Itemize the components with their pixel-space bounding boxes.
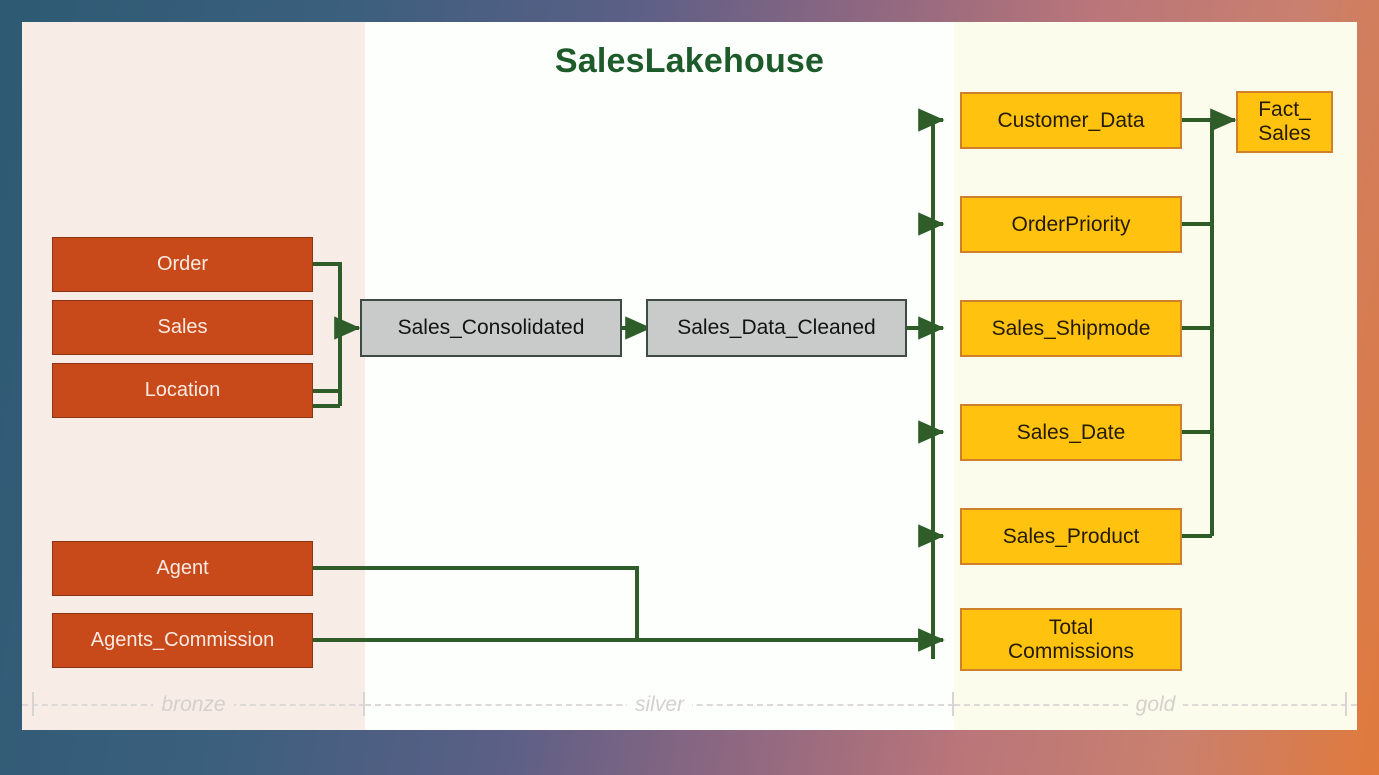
ruler-tick-silver-end xyxy=(952,692,954,716)
medallion-ruler: bronze silver gold xyxy=(22,688,1357,722)
node-sales-label: Sales xyxy=(157,316,208,339)
node-total-commissions-label-line2: Commissions xyxy=(1007,639,1135,663)
node-sales[interactable]: Sales xyxy=(52,300,313,355)
node-location-label: Location xyxy=(144,379,221,402)
ruler-segment-bronze: bronze xyxy=(22,688,365,722)
node-fact-sales[interactable]: Fact_ Sales xyxy=(1236,91,1333,153)
node-sales-date[interactable]: Sales_Date xyxy=(960,404,1182,461)
ruler-label-bronze: bronze xyxy=(153,693,234,717)
node-agents-commission[interactable]: Agents_Commission xyxy=(52,613,313,668)
node-sales-data-cleaned-label: Sales_Data_Cleaned xyxy=(677,316,876,340)
node-sales-date-label: Sales_Date xyxy=(1016,420,1126,444)
ruler-label-gold: gold xyxy=(1127,693,1184,717)
node-agent[interactable]: Agent xyxy=(52,541,313,596)
ruler-label-silver: silver xyxy=(626,693,692,717)
node-sales-consolidated[interactable]: Sales_Consolidated xyxy=(360,299,622,357)
node-sales-product[interactable]: Sales_Product xyxy=(960,508,1182,565)
node-order-label: Order xyxy=(156,253,209,276)
diagram-title: SalesLakehouse xyxy=(554,42,825,80)
node-customer-data-label: Customer_Data xyxy=(997,108,1145,132)
node-sales-product-label: Sales_Product xyxy=(1002,524,1140,548)
layer-zone-silver xyxy=(365,22,954,730)
node-order-priority-label: OrderPriority xyxy=(1011,212,1131,236)
node-agents-commission-label: Agents_Commission xyxy=(90,629,275,652)
ruler-segment-gold: gold xyxy=(954,688,1357,722)
ruler-segment-silver: silver xyxy=(365,688,954,722)
node-fact-sales-label-line1: Fact_ xyxy=(1258,98,1311,122)
node-sales-data-cleaned[interactable]: Sales_Data_Cleaned xyxy=(646,299,907,357)
diagram-canvas: SalesLakehouse xyxy=(22,22,1357,730)
node-sales-shipmode[interactable]: Sales_Shipmode xyxy=(960,300,1182,357)
node-location[interactable]: Location xyxy=(52,363,313,418)
node-order-priority[interactable]: OrderPriority xyxy=(960,196,1182,253)
node-order[interactable]: Order xyxy=(52,237,313,292)
ruler-tick-bronze-end xyxy=(363,692,365,716)
ruler-tick-bronze-start xyxy=(32,692,34,716)
node-customer-data[interactable]: Customer_Data xyxy=(960,92,1182,149)
node-agent-label: Agent xyxy=(156,557,209,580)
node-sales-consolidated-label: Sales_Consolidated xyxy=(397,316,585,340)
node-fact-sales-label-line2: Sales xyxy=(1258,122,1311,145)
node-total-commissions-label-line1: Total xyxy=(1048,615,1094,639)
node-sales-shipmode-label: Sales_Shipmode xyxy=(991,316,1151,340)
node-total-commissions[interactable]: Total Commissions xyxy=(960,608,1182,671)
ruler-tick-gold-end xyxy=(1345,692,1347,716)
